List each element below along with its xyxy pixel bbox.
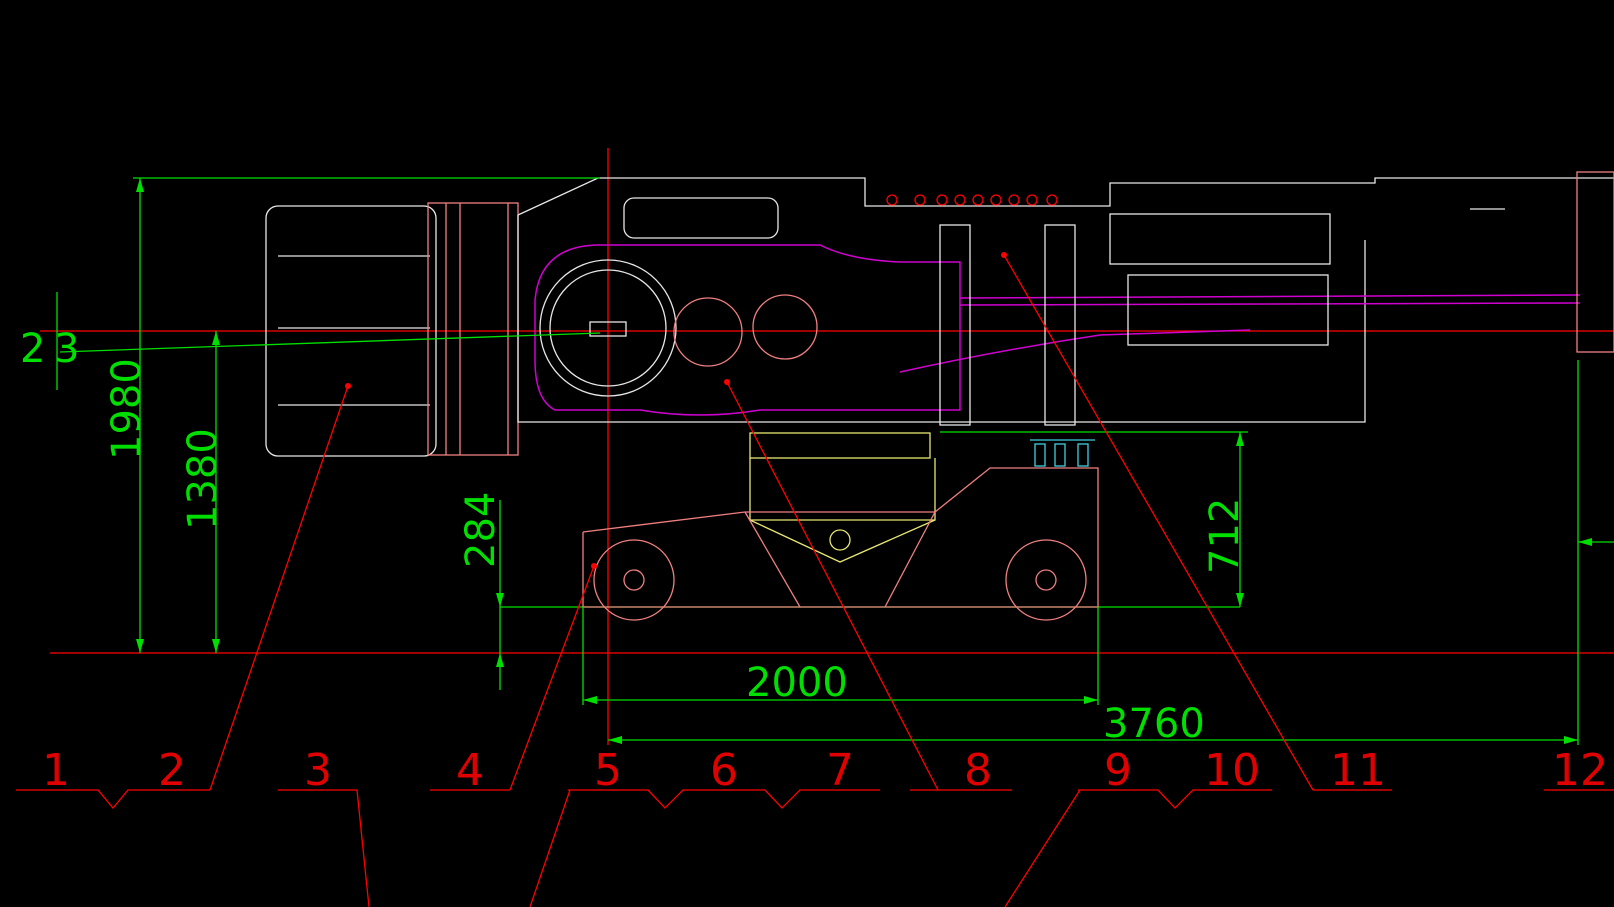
dimension-lines — [56, 177, 1614, 745]
cart-frame — [582, 467, 1099, 608]
callout-numbers: 1 2 3 4 5 6 7 8 9 10 11 12 — [42, 745, 1608, 796]
hydraulic-line-2 — [959, 302, 1581, 306]
bolt-row — [886, 194, 1058, 206]
pinion-gear — [752, 294, 818, 360]
callout-11: 11 — [1330, 745, 1386, 796]
callout-3: 3 — [304, 745, 332, 796]
dim-overall-height: 1980 — [104, 358, 150, 460]
slide-block-right — [1044, 224, 1076, 426]
callout-8: 8 — [964, 745, 992, 796]
dim-overall-length: 3760 — [1103, 701, 1205, 747]
idler-gear — [673, 297, 743, 367]
callout-2: 2 — [158, 745, 186, 796]
machine-body — [265, 171, 1614, 457]
dim-axis-height: 1380 — [180, 428, 226, 530]
front-wheel — [593, 539, 675, 621]
hydraulic-line-1 — [959, 294, 1581, 299]
dimension-texts: 1980 1380 284 712 2000 3760 2 3 — [20, 326, 1248, 747]
slide-block-left — [939, 224, 971, 426]
leader-lines — [209, 252, 1314, 907]
dim-cart-height: 712 — [1202, 498, 1248, 574]
rear-wheel — [1005, 539, 1087, 621]
end-plate — [1576, 171, 1614, 353]
bracket-body — [749, 458, 936, 521]
hydraulic-line-3 — [899, 329, 1251, 373]
dim-wheelbase: 2000 — [746, 660, 848, 706]
reference-lines — [40, 148, 1614, 745]
callout-7: 7 — [826, 745, 854, 796]
bracket-top — [749, 432, 931, 459]
callout-4: 4 — [456, 745, 484, 796]
dim-ground-clearance: 284 — [458, 492, 504, 568]
callout-1: 1 — [42, 745, 70, 796]
cutter-housing — [265, 205, 437, 457]
frame-top — [517, 177, 1614, 216]
callout-5: 5 — [594, 745, 622, 796]
dim-offset-left: 2 — [20, 326, 45, 372]
flange-plate — [427, 202, 519, 456]
main-gear — [539, 259, 677, 397]
callout-6: 6 — [710, 745, 738, 796]
cart-assembly — [582, 432, 1099, 621]
gearbox-outline — [534, 244, 961, 416]
callout-10: 10 — [1204, 745, 1260, 796]
inspection-window — [623, 197, 779, 239]
callout-baselines — [16, 789, 1614, 810]
callout-9: 9 — [1104, 745, 1132, 796]
frame-bottom — [517, 215, 1366, 423]
dim-offset-right: 3 — [54, 326, 79, 372]
cylinder-housing — [1109, 213, 1331, 265]
callout-12: 12 — [1552, 745, 1608, 796]
